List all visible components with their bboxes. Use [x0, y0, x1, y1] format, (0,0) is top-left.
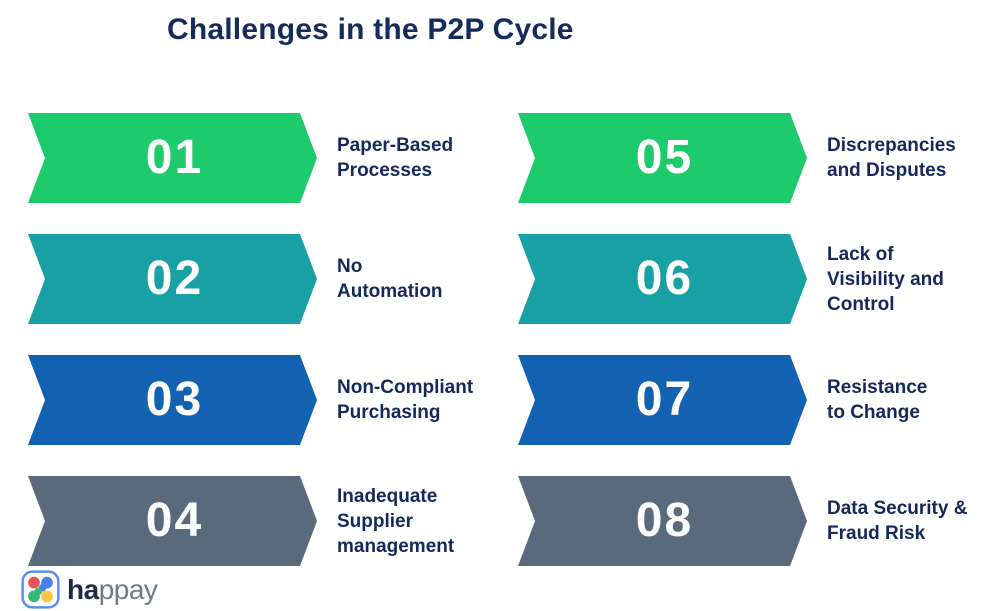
arrow-banner-05: 05	[518, 113, 807, 203]
arrow-banner-08: 08	[518, 476, 807, 566]
challenge-item-08: 08 Data Security & Fraud Risk	[518, 476, 988, 566]
wordmark-light: ppay	[98, 574, 158, 605]
item-label: Non-Compliant Purchasing	[337, 377, 474, 423]
item-number: 02	[145, 252, 204, 305]
challenge-item-05: 05 Discrepancies and Disputes	[518, 113, 988, 203]
arrow-banner-01: 01	[28, 113, 317, 203]
arrow-banner-03: 03	[28, 355, 317, 445]
item-number: 07	[635, 373, 694, 426]
item-label: No Automation	[337, 256, 443, 302]
page-title: Challenges in the P2P Cycle	[167, 13, 574, 46]
item-number: 05	[635, 131, 694, 184]
happay-logo: happay	[21, 570, 158, 609]
arrow-banner-07: 07	[518, 355, 807, 445]
challenge-item-02: 02 No Automation	[28, 234, 493, 324]
item-number: 03	[145, 373, 204, 426]
challenge-item-04: 04 Inadequate Supplier management	[28, 476, 493, 566]
item-number: 06	[635, 252, 694, 305]
item-label: Lack of Visibility and Control	[827, 243, 944, 315]
item-label: Resistance to Change	[827, 377, 928, 423]
item-number: 08	[635, 494, 694, 547]
happay-wordmark: happay	[67, 570, 158, 609]
challenge-item-07: 07 Resistance to Change	[518, 355, 988, 445]
item-label: Paper-Based Processes	[337, 135, 454, 181]
wordmark-bold: ha	[67, 574, 99, 605]
item-label: Data Security & Fraud Risk	[827, 498, 968, 544]
item-number: 04	[145, 494, 204, 547]
item-number: 01	[145, 131, 204, 184]
item-label: Inadequate Supplier management	[337, 485, 455, 557]
arrow-banner-02: 02	[28, 234, 317, 324]
challenge-item-03: 03 Non-Compliant Purchasing	[28, 355, 493, 445]
challenge-item-06: 06 Lack of Visibility and Control	[518, 234, 988, 324]
happay-logo-icon	[21, 570, 60, 609]
item-label: Discrepancies and Disputes	[827, 135, 956, 181]
arrow-banner-04: 04	[28, 476, 317, 566]
challenge-item-01: 01 Paper-Based Processes	[28, 113, 493, 203]
arrow-banner-06: 06	[518, 234, 807, 324]
